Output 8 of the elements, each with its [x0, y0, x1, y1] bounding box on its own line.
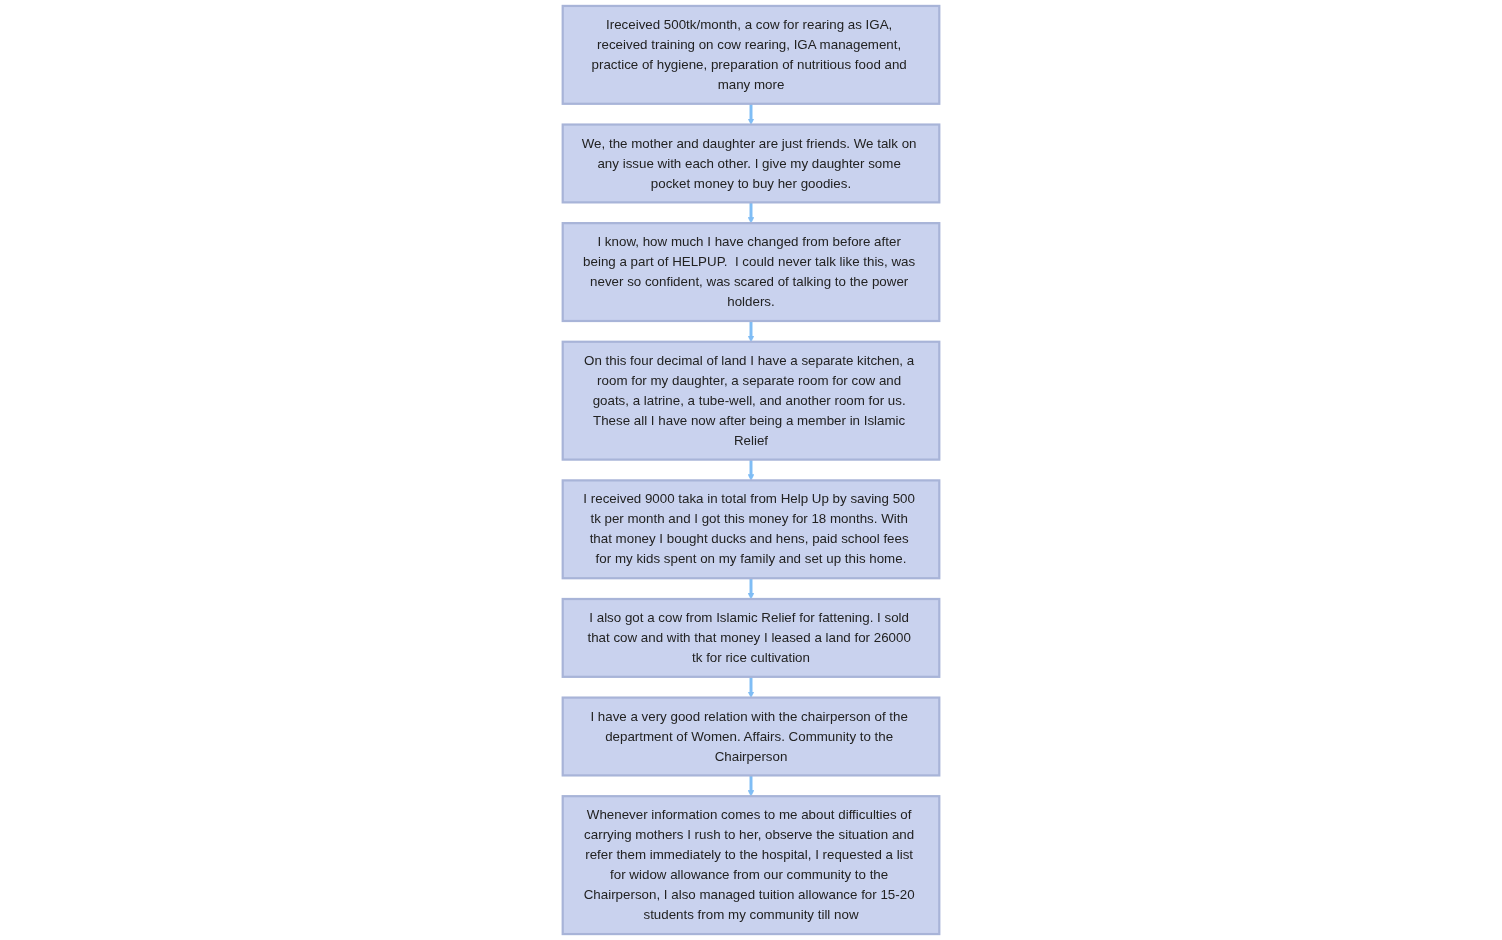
node-box: On this four decimal of land I have a separate kitchen, a room for my daughter, a separate room for cow and goats, a latrine, a tube-well, and another room for us. These all I have now after being a member in Islamic Relief	[561, 340, 941, 461]
node-box: Whenever information comes to me about difficulties of carrying mothers I rush to her, observe the situation and refer them immediately to the hospital, I requested a list for widow allowance from our community to the Chairperson, I also managed tuition allowance for 15-20 students from my community till now	[561, 795, 941, 936]
node-box: I have a very good relation with the chairperson of the department of Women. Affairs. Community to the Chairperson	[561, 696, 941, 777]
node-box: Ireceived 500tk/month, a cow for rearing as IGA, received training on cow rearing, IGA management, practice of hygiene, preparation of nutritious food and many more	[561, 4, 941, 105]
node-box: I know, how much I have changed from before after being a part of HELPUP. I could never talk like this, was never so confident, was scared of talking to the power holders.	[561, 222, 941, 323]
node-box: I also got a cow from Islamic Relief for fattening. I sold that cow and with that money I leased a land for 26000 tk for rice cultivation	[561, 597, 941, 678]
node-box: I received 9000 taka in total from Help Up by saving 500 tk per month and I got this money for 18 months. With that money I bought ducks and hens, paid school fees for my kids spent on my family and set up this home.	[561, 479, 941, 580]
node-box: We, the mother and daughter are just friends. We talk on any issue with each other. I give my daughter some pocket money to buy her goodies.	[561, 123, 941, 204]
